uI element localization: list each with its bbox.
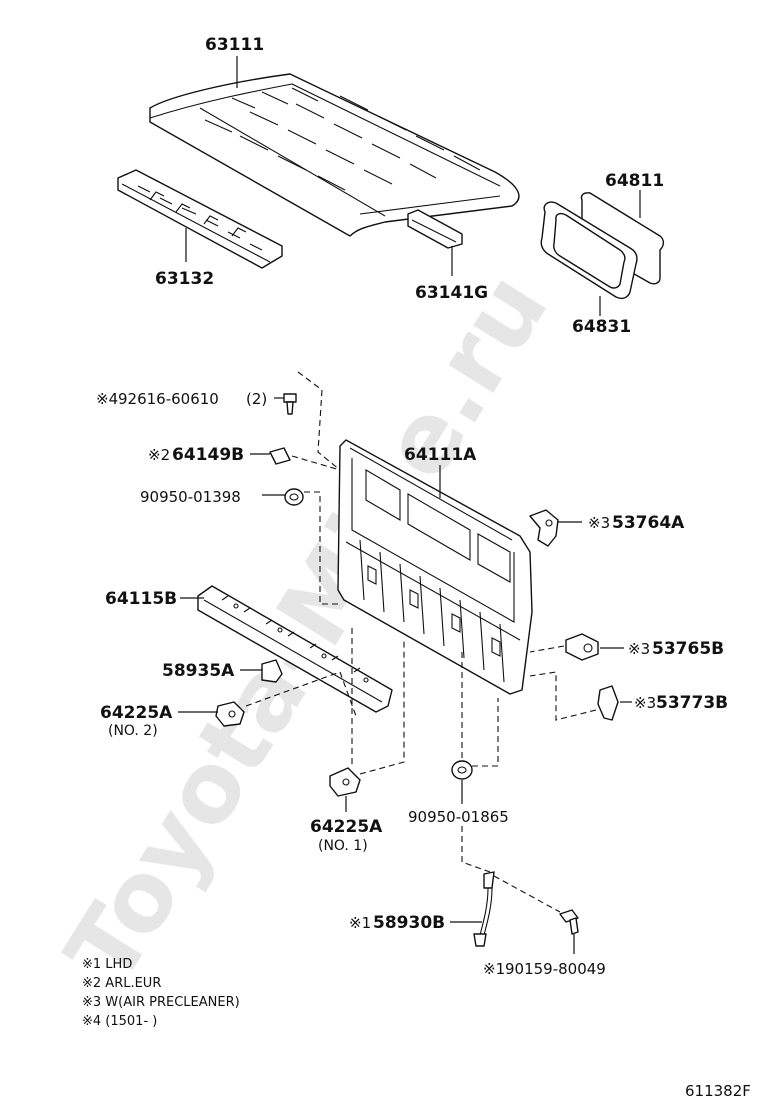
roof-bow-part[interactable] xyxy=(407,209,463,249)
bracket-64149b-part[interactable] xyxy=(269,447,291,465)
label-64149b: 64149B xyxy=(172,445,244,465)
label-63111: 63111 xyxy=(205,35,264,55)
roof-part[interactable] xyxy=(149,73,520,237)
label-64225a-no1: 64225A xyxy=(310,817,383,837)
label-64149b-prefix: ※2 xyxy=(148,446,170,464)
glass-weatherstrip-part[interactable] xyxy=(540,201,638,300)
label-64115b: 64115B xyxy=(105,589,177,609)
label-92616-prefix: ※4 xyxy=(96,390,118,408)
label-64811: 64811 xyxy=(605,171,664,191)
label-53773b-prefix: ※3 xyxy=(634,694,656,712)
label-64111a: 64111A xyxy=(404,445,477,465)
label-90159-80049: 90159-80049 xyxy=(505,960,606,978)
label-64225a-no2-sub: (NO. 2) xyxy=(108,723,158,739)
label-64225a-no1-sub: (NO. 1) xyxy=(318,838,368,854)
note-4: ※4 (1501- ) xyxy=(82,1014,157,1029)
roof-front-rail-part[interactable] xyxy=(117,169,283,269)
clip-53773b-part[interactable] xyxy=(597,685,619,721)
label-92616-qty: (2) xyxy=(246,390,267,408)
note-1: ※1 LHD xyxy=(82,957,132,972)
back-glass-part[interactable] xyxy=(580,192,665,285)
note-2: ※2 ARL.EUR xyxy=(82,976,161,991)
label-53764a: 53764A xyxy=(612,513,685,533)
grommet-01865-part[interactable] xyxy=(451,760,473,780)
hook-no1-part[interactable] xyxy=(329,767,361,797)
note-3: ※3 W(AIR PRECLEANER) xyxy=(82,995,240,1010)
label-53765b: 53765B xyxy=(652,639,724,659)
screw-part[interactable] xyxy=(283,393,297,415)
label-58930b-prefix: ※1 xyxy=(349,914,371,932)
label-90950-01865: 90950-01865 xyxy=(408,808,509,826)
label-64225a-no2: 64225A xyxy=(100,703,173,723)
figure-code: 611382F xyxy=(685,1082,751,1100)
back-panel-part[interactable] xyxy=(337,439,533,695)
bolt-80049-part[interactable] xyxy=(559,909,579,935)
back-member-part[interactable] xyxy=(197,585,393,713)
clamp-53765b-part[interactable] xyxy=(565,633,599,661)
label-92616-60610: 92616-60610 xyxy=(118,390,219,408)
hook-no2-part[interactable] xyxy=(215,701,245,727)
label-90950-01398: 90950-01398 xyxy=(140,488,241,506)
label-53765b-prefix: ※3 xyxy=(628,640,650,658)
label-53773b: 53773B xyxy=(656,693,728,713)
label-90159-prefix: ※1 xyxy=(483,960,505,978)
bracket-58935a-part[interactable] xyxy=(261,659,283,683)
cable-58930b-part[interactable] xyxy=(473,871,495,947)
label-58935a: 58935A xyxy=(162,661,235,681)
grommet-01398-part[interactable] xyxy=(284,488,304,506)
clamp-53764a-part[interactable] xyxy=(529,509,559,547)
label-64831: 64831 xyxy=(572,317,631,337)
label-63132: 63132 xyxy=(155,269,214,289)
label-58930b: 58930B xyxy=(373,913,445,933)
label-63141g: 63141G xyxy=(415,283,488,303)
label-53764a-prefix: ※3 xyxy=(588,514,610,532)
